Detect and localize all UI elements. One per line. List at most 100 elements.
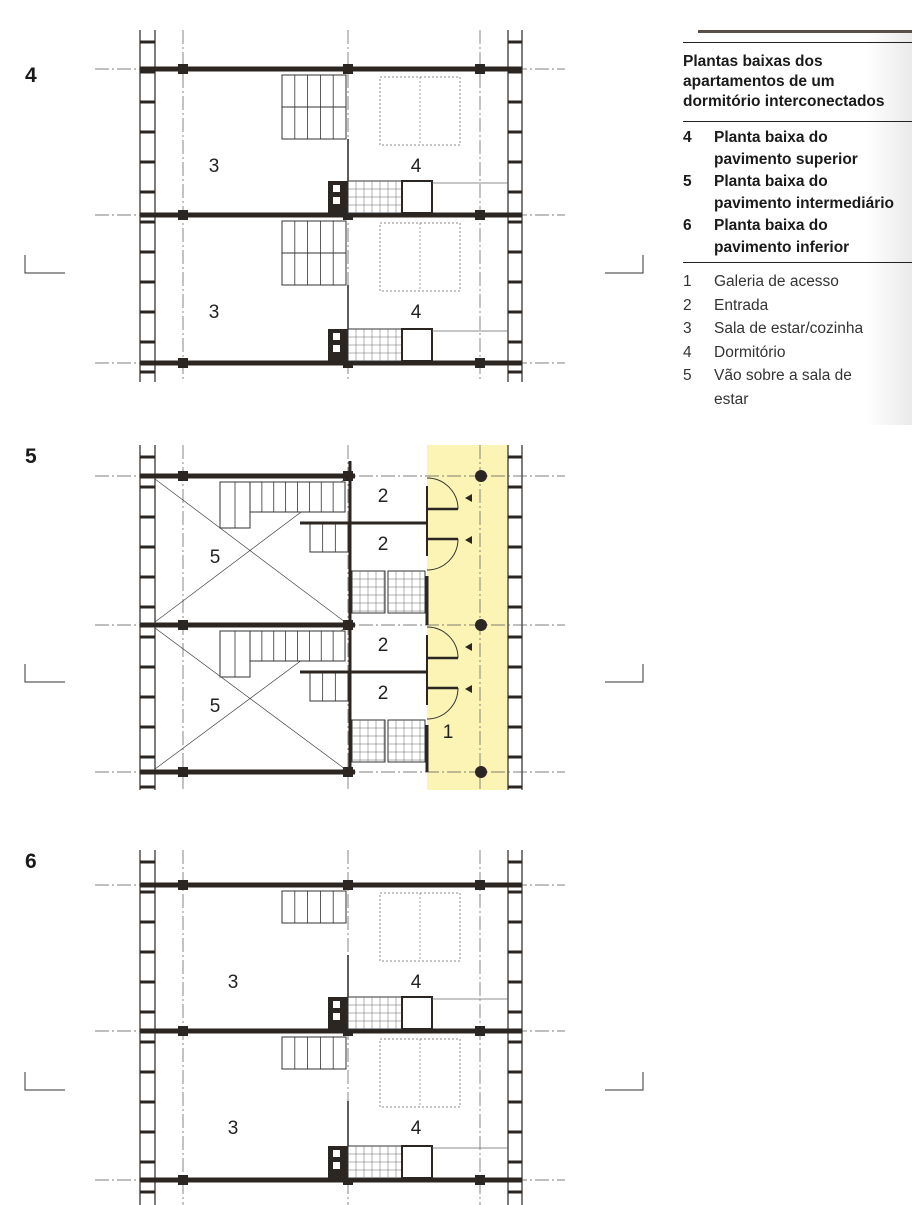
column [475, 880, 485, 890]
shaft [333, 197, 340, 204]
item-label: pavimento inferior [714, 239, 850, 256]
column [178, 1175, 188, 1185]
item-label: Planta baixa do [714, 129, 828, 146]
staircase [309, 521, 349, 553]
toilet-tiles [387, 719, 426, 763]
plan-number-4: 4 [25, 64, 37, 87]
plan-number-5: 5 [25, 445, 37, 468]
door-swing [426, 687, 459, 720]
room-label-entrance: 2 [378, 534, 389, 555]
column [475, 64, 485, 74]
crop-mark [24, 664, 65, 683]
door-swing [426, 538, 459, 571]
divider [683, 262, 912, 263]
caption-title: Plantas baixas dos apartamentos de um do… [683, 52, 885, 112]
column [178, 767, 188, 777]
column [178, 64, 188, 74]
toilet-tiles [351, 570, 386, 614]
room-label-living-kitchen: 3 [209, 302, 220, 323]
cabinet [401, 180, 433, 214]
room-key-item: 3 Sala de estar/cozinha [683, 317, 863, 341]
entry-arrow-icon [465, 494, 472, 502]
crop-mark [605, 255, 644, 274]
item-label: Entrada [714, 296, 769, 314]
gallery-column [475, 619, 487, 631]
staircase [309, 670, 349, 702]
column [343, 880, 353, 890]
cabinet [401, 996, 433, 1030]
crop-mark [605, 1072, 644, 1091]
crop-mark [605, 664, 644, 683]
column [475, 358, 485, 368]
entry-arrow-icon [465, 643, 472, 651]
caption-title-line: Plantas baixas dos [683, 53, 823, 70]
item-label: pavimento superior [714, 151, 858, 168]
item-number: 5 [683, 367, 692, 384]
column [343, 64, 353, 74]
shaft [333, 333, 340, 340]
item-label: Dormitório [714, 343, 786, 361]
shaft [333, 1001, 340, 1008]
room-label-entrance: 2 [378, 635, 389, 656]
column [475, 1026, 485, 1036]
room-label-bedroom: 4 [411, 156, 422, 177]
staircase [281, 106, 347, 140]
item-label: Vão sobre a sala de [714, 367, 852, 384]
cabinet [401, 1145, 433, 1179]
toilet-tiles [387, 570, 426, 614]
room-label-void: 5 [210, 696, 221, 717]
column [178, 1026, 188, 1036]
column [178, 880, 188, 890]
room-label-bedroom: 4 [411, 302, 422, 323]
door-swing [426, 477, 459, 510]
gallery-column [475, 470, 487, 482]
room-key-item: 5 Vão sobre a sala de estar [683, 364, 863, 411]
item-number: 3 [683, 320, 692, 337]
column [343, 620, 353, 630]
room-label-living-kitchen: 3 [228, 972, 239, 993]
shaft [333, 1013, 340, 1020]
staircase [281, 1036, 347, 1070]
column [178, 471, 188, 481]
item-label: pavimento intermediário [714, 195, 895, 212]
plan-number-6: 6 [25, 850, 37, 873]
caption-top-bar [698, 30, 912, 33]
room-label-bedroom: 4 [411, 1118, 422, 1139]
gallery-column [475, 766, 487, 778]
divider [683, 121, 912, 122]
room-label-living-kitchen: 3 [228, 1118, 239, 1139]
item-number: 1 [683, 273, 692, 290]
crop-mark [24, 1072, 65, 1091]
item-label: estar [714, 390, 749, 408]
column [178, 620, 188, 630]
column [343, 767, 353, 777]
caption-title-line: dormitório interconectados [683, 93, 885, 110]
item-number: 6 [683, 217, 692, 234]
staircase [281, 220, 347, 254]
room-key-item: 4 Dormitório [683, 341, 863, 365]
plan-list-item: 6 Planta baixa do pavimento inferior [683, 215, 894, 259]
caption-title-line: apartamentos de um [683, 73, 835, 90]
item-label: Planta baixa do [714, 173, 828, 190]
item-number: 4 [683, 343, 692, 361]
column [475, 210, 485, 220]
room-label-bedroom: 4 [411, 972, 422, 993]
room-label-living-kitchen: 3 [209, 156, 220, 177]
item-label: Sala de estar/cozinha [714, 320, 864, 337]
room-label-gallery: 1 [443, 722, 454, 743]
column [178, 358, 188, 368]
crop-mark [24, 255, 65, 274]
toilet-tiles [351, 719, 386, 763]
item-label: Planta baixa do [714, 217, 828, 234]
shaft [333, 1162, 340, 1169]
entry-arrow-icon [465, 685, 472, 693]
column [475, 1175, 485, 1185]
staircase [281, 890, 347, 924]
shaft [333, 1150, 340, 1157]
